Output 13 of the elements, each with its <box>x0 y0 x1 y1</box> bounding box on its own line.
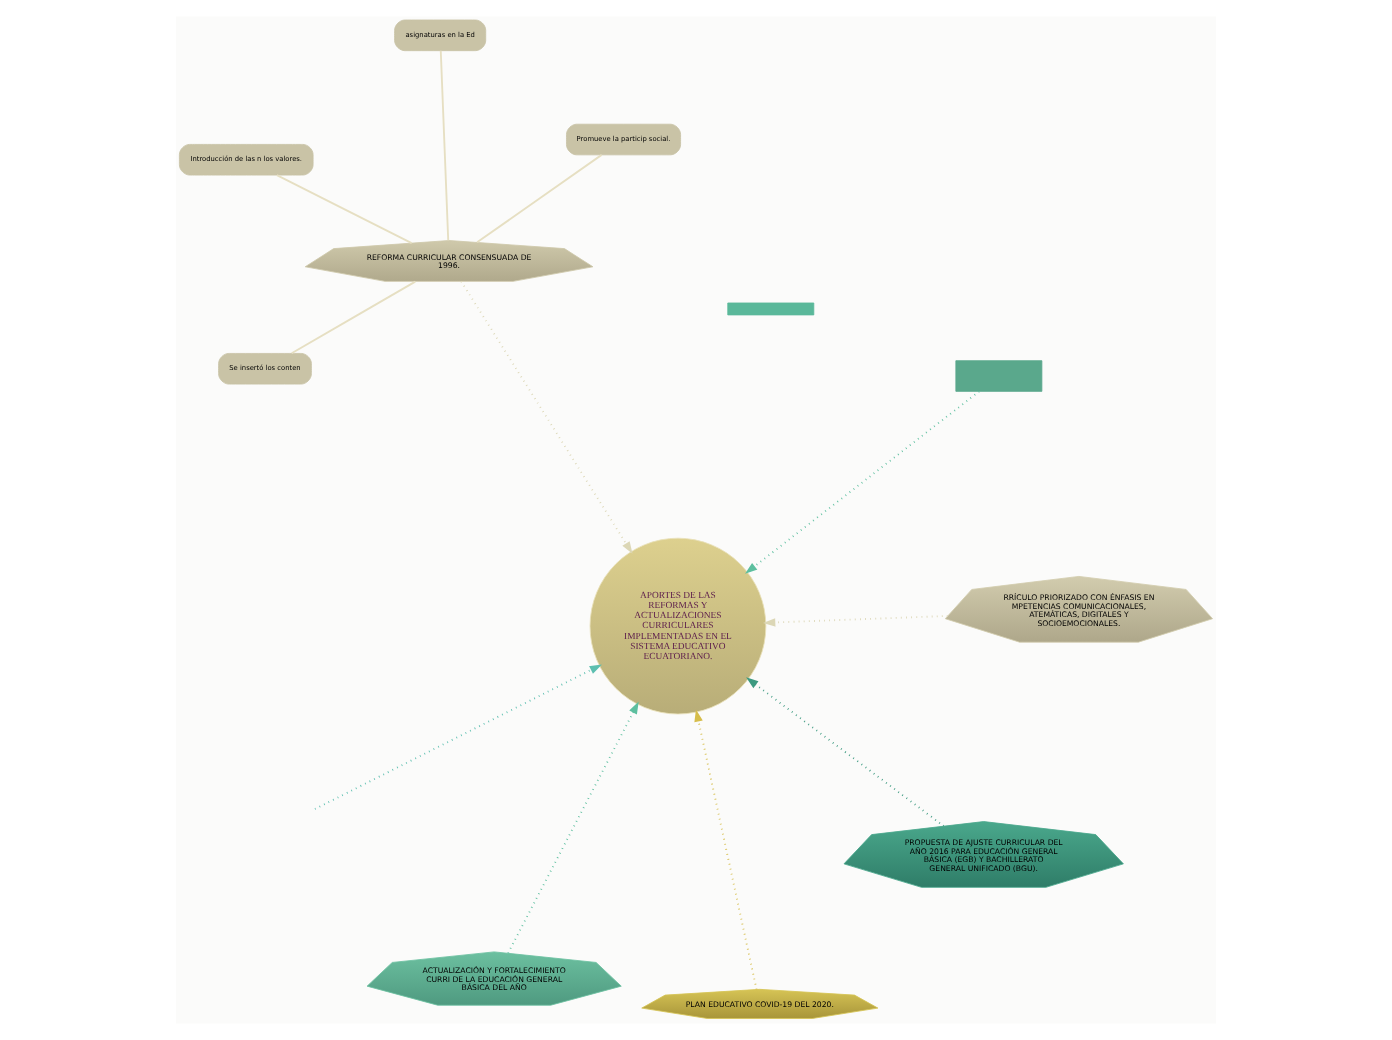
connector <box>439 49 450 242</box>
connector <box>290 280 417 355</box>
connector <box>275 174 413 245</box>
connector <box>476 153 603 244</box>
arrow <box>745 390 980 574</box>
node-box <box>727 302 815 316</box>
arrow <box>694 709 758 991</box>
arrow <box>763 615 949 627</box>
node-box <box>955 360 1043 392</box>
arrow <box>507 701 639 954</box>
arrow <box>746 677 945 828</box>
arrow <box>314 664 602 810</box>
arrow <box>460 280 633 554</box>
